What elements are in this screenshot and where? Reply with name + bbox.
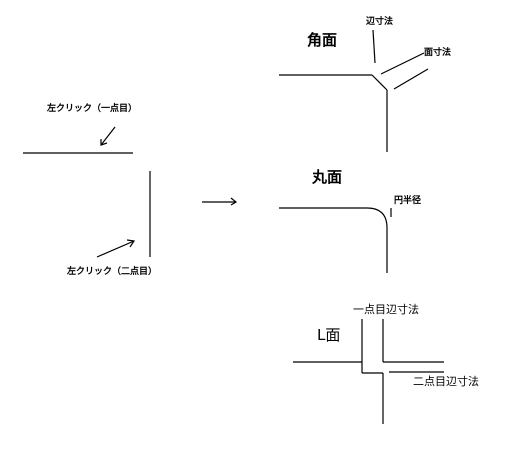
- label-l-title: L面: [317, 326, 341, 344]
- chamfer-face-leader-bottom: [393, 68, 429, 90]
- label-round-radius: 円半径: [394, 196, 422, 206]
- label-chamfer-face: 面寸法: [424, 48, 452, 58]
- label-chamfer-side: 辺寸法: [366, 17, 394, 27]
- arrow-second: [96, 240, 135, 258]
- label-l-second-side: 二点目辺寸法: [413, 375, 479, 388]
- label-round-title: 丸面: [312, 168, 343, 186]
- arrow-second-head: [126, 239, 136, 248]
- main-arrow-head: [230, 197, 238, 206]
- label-click-first: 左クリック（一点目）: [47, 104, 138, 114]
- round-corner: [279, 207, 388, 273]
- arrow-first-head: [100, 139, 108, 146]
- chamfer-diagonal: [371, 74, 388, 91]
- arrow-first: [100, 126, 116, 146]
- label-l-first-side: 一点目辺寸法: [353, 303, 419, 316]
- chamfer-side-leader: [372, 29, 376, 64]
- label-chamfer-title: 角面: [307, 31, 338, 49]
- label-click-second: 左クリック（二点目）: [67, 267, 158, 277]
- chamfer-face-leader-top: [380, 52, 425, 75]
